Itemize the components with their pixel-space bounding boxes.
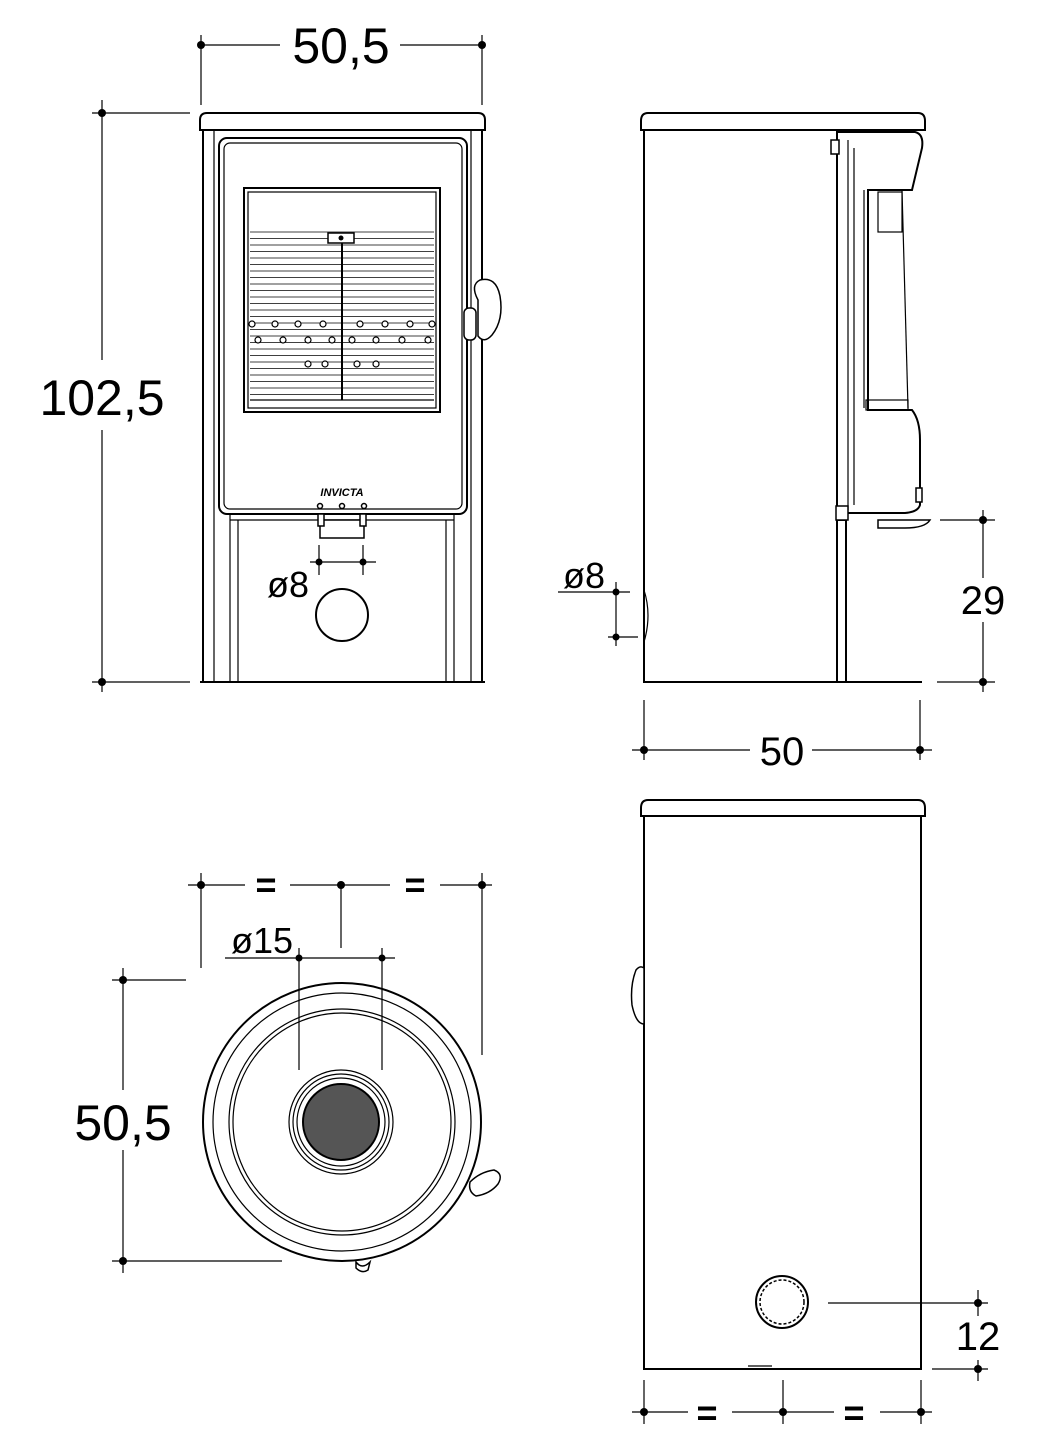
front-air-inlet-label: ø8 [267, 564, 309, 605]
rear-equal-right: = [843, 1392, 864, 1433]
flue-outlet [302, 1083, 380, 1161]
rear-outlet-height-label: 12 [956, 1315, 1001, 1359]
air-hole [348, 336, 356, 344]
top-equal-right: = [404, 864, 425, 905]
air-hole [279, 336, 287, 344]
side-depth-label: 50 [760, 730, 805, 774]
air-hole [381, 320, 389, 328]
air-hole [271, 320, 279, 328]
air-hole [372, 336, 380, 344]
air-hole [321, 360, 329, 368]
air-hole [372, 360, 380, 368]
rear-view: 12 = = [630, 799, 1001, 1433]
side-outlet-height-label: 29 [961, 579, 1006, 623]
side-view: ø8 29 50 [558, 112, 1006, 774]
rear-equal-left: = [696, 1392, 717, 1433]
air-inlet-circle [315, 588, 369, 642]
brand-logo-text: INVICTA [320, 487, 363, 499]
air-hole [328, 336, 336, 344]
top-depth-label: 50,5 [74, 1095, 171, 1151]
air-hole [319, 320, 327, 328]
air-hole [428, 320, 436, 328]
invicta-logo: INVICTA [313, 484, 371, 499]
top-view: = = ø15 50,5 [74, 864, 501, 1273]
air-hole [248, 320, 256, 328]
side-air-inlet-label: ø8 [563, 555, 605, 596]
air-hole [398, 336, 406, 344]
air-hole [356, 320, 364, 328]
top-equal-left: = [255, 864, 276, 905]
top-flue-label: ø15 [231, 920, 293, 961]
air-hole [304, 336, 312, 344]
air-hole [353, 360, 361, 368]
front-width-label: 50,5 [292, 18, 389, 74]
air-hole [254, 336, 262, 344]
front-height-label: 102,5 [39, 370, 164, 426]
air-hole [424, 336, 432, 344]
front-view: INVICTA 50,5 102,5 [39, 18, 502, 692]
air-hole [406, 320, 414, 328]
air-hole [294, 320, 302, 328]
air-hole [304, 360, 312, 368]
air-holes [248, 320, 436, 368]
rear-outlet [755, 1275, 809, 1329]
